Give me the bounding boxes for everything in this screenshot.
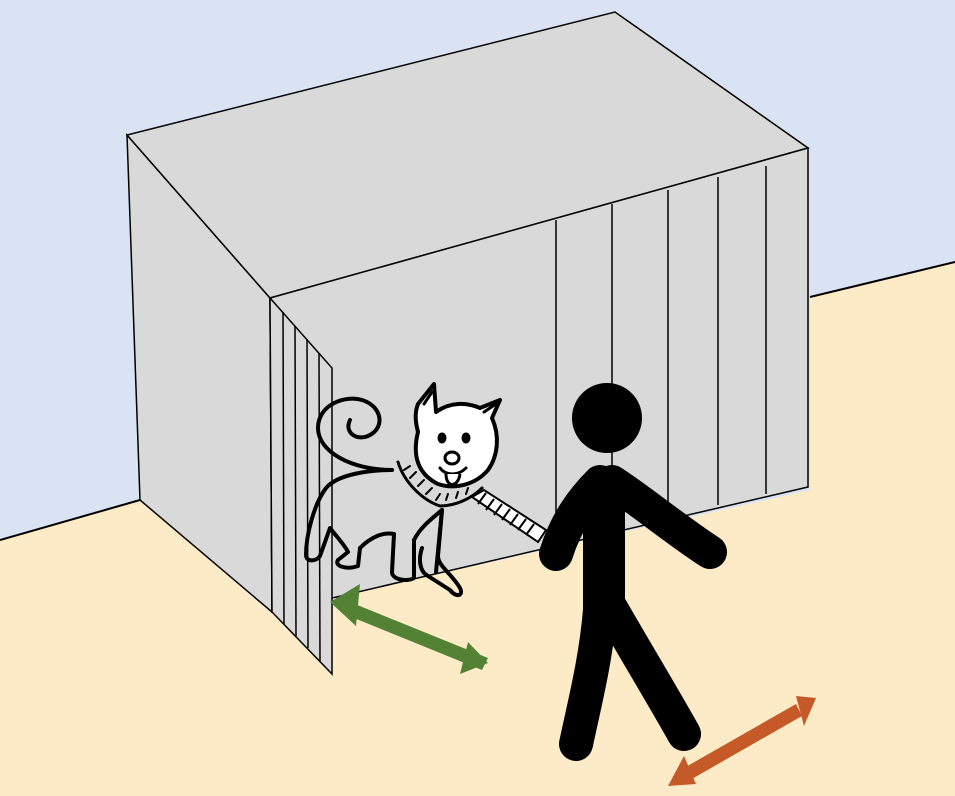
- dog-eye-right: [462, 433, 471, 444]
- person-head: [572, 383, 642, 453]
- dog-tongue: [446, 474, 460, 485]
- dog-nose: [445, 452, 459, 464]
- dog-eye-left: [438, 433, 447, 444]
